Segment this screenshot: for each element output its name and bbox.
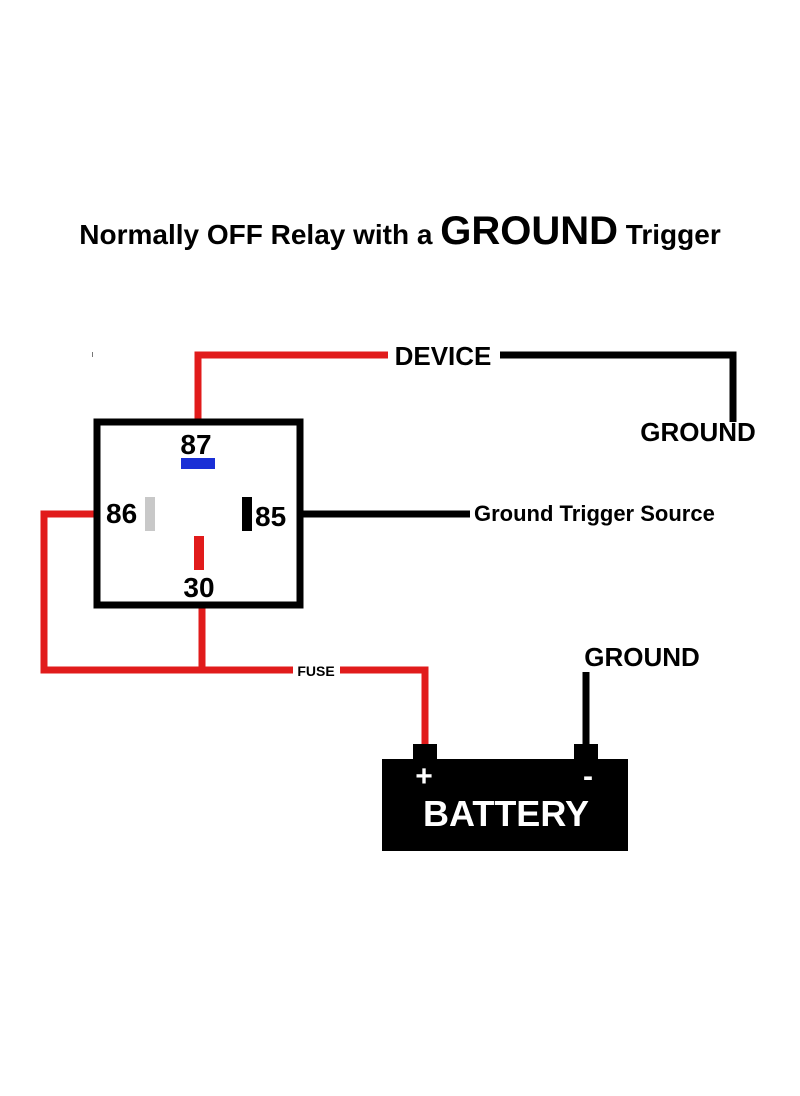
pin-86-label: 86 <box>106 498 137 529</box>
title-prefix: Normally OFF Relay with a <box>79 219 440 250</box>
title-emphasis: GROUND <box>440 209 618 253</box>
pin-30-label: 30 <box>183 572 214 603</box>
battery-ground-label: GROUND <box>584 642 700 672</box>
pin-85-marker <box>242 497 252 531</box>
relay-body <box>93 418 304 609</box>
title-suffix: Trigger <box>618 219 721 250</box>
battery-positive-terminal <box>413 744 437 762</box>
battery-plus-sign: + <box>415 760 433 793</box>
stray-mark <box>92 352 93 357</box>
pin-87-label: 87 <box>180 429 211 460</box>
pin-85-label: 85 <box>255 501 286 532</box>
wire-fuse-to-battery-positive <box>340 666 429 748</box>
ground-wires <box>300 351 737 748</box>
battery-negative-terminal <box>574 744 598 762</box>
battery-label: BATTERY <box>423 793 589 834</box>
pin-30-marker <box>194 536 204 570</box>
battery-body <box>382 759 628 851</box>
battery-minus-sign: - <box>583 760 593 793</box>
pin-87-marker <box>181 458 215 469</box>
wire-86-to-junction <box>40 510 202 674</box>
power-wires <box>40 351 429 748</box>
wire-device-to-ground <box>500 351 737 422</box>
ground-trigger-source-label: Ground Trigger Source <box>474 501 715 526</box>
wire-30-to-fuse <box>198 605 293 674</box>
diagram-title: Normally OFF Relay with a GROUND Trigger <box>79 209 721 253</box>
pin-86-marker <box>145 497 155 531</box>
device-ground-label: GROUND <box>640 417 756 447</box>
fuse-label: FUSE <box>297 663 334 679</box>
device-label: DEVICE <box>395 341 492 371</box>
wire-87-to-device <box>194 351 388 422</box>
